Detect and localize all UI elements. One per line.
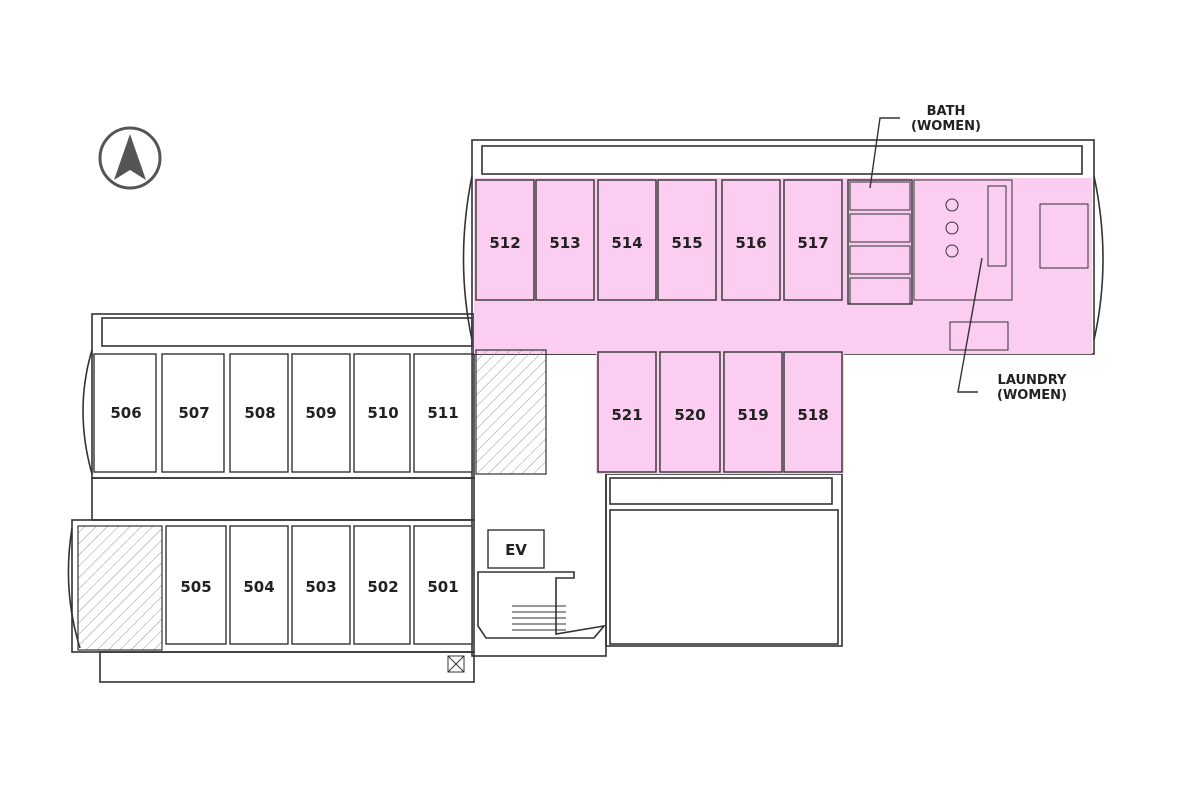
- label-503: 503: [305, 578, 336, 596]
- label-501: 501: [427, 578, 458, 596]
- room-518[interactable]: [783, 351, 843, 473]
- room-504[interactable]: [229, 525, 289, 645]
- label-506: 506: [110, 404, 141, 422]
- label-513: 513: [549, 234, 580, 252]
- label-521: 521: [611, 406, 642, 424]
- label-518: 518: [797, 406, 828, 424]
- room-521[interactable]: [597, 351, 657, 473]
- room-513[interactable]: [535, 179, 595, 301]
- label-508: 508: [244, 404, 275, 422]
- room-508[interactable]: [229, 353, 289, 473]
- shaft-west-lower: [77, 525, 163, 651]
- bath-label-line1: BATH: [927, 104, 966, 119]
- bath-callout: BATH (WOMEN): [869, 104, 981, 189]
- label-519: 519: [737, 406, 768, 424]
- room-502[interactable]: [353, 525, 411, 645]
- room-501[interactable]: [413, 525, 473, 645]
- rooms-east-south: [597, 351, 843, 473]
- label-507: 507: [178, 404, 209, 422]
- label-505: 505: [180, 578, 211, 596]
- room-517[interactable]: [783, 179, 843, 301]
- room-519[interactable]: [723, 351, 783, 473]
- north-arrow-icon: [98, 126, 162, 190]
- room-505[interactable]: [165, 525, 227, 645]
- laundry-callout: LAUNDRY (WOMEN): [957, 257, 1067, 403]
- label-512: 512: [489, 234, 520, 252]
- shaft-icon: [447, 655, 465, 673]
- room-512[interactable]: [475, 179, 535, 301]
- rooms-west-lower: [165, 525, 473, 645]
- label-520: 520: [674, 406, 705, 424]
- stairs: [477, 571, 606, 639]
- label-516: 516: [735, 234, 766, 252]
- label-504: 504: [243, 578, 274, 596]
- label-509: 509: [305, 404, 336, 422]
- bath-area: [847, 179, 1089, 351]
- rooms-west-upper: [93, 353, 473, 473]
- room-503[interactable]: [291, 525, 351, 645]
- label-511: 511: [427, 404, 458, 422]
- label-515: 515: [671, 234, 702, 252]
- room-515[interactable]: [657, 179, 717, 301]
- laundry-label-line1: LAUNDRY: [998, 373, 1067, 388]
- bath-label-line2: (WOMEN): [911, 119, 981, 134]
- room-520[interactable]: [659, 351, 721, 473]
- laundry-label-line2: (WOMEN): [997, 388, 1067, 403]
- room-514[interactable]: [597, 179, 657, 301]
- room-510[interactable]: [353, 353, 411, 473]
- label-510: 510: [367, 404, 398, 422]
- room-507[interactable]: [161, 353, 225, 473]
- rooms-east-north: [475, 179, 843, 301]
- room-506[interactable]: [93, 353, 157, 473]
- room-509[interactable]: [291, 353, 351, 473]
- elevator[interactable]: [487, 529, 545, 569]
- elevator-label: EV: [505, 541, 527, 559]
- shaft-west-upper: [475, 349, 547, 475]
- label-514: 514: [611, 234, 642, 252]
- room-516[interactable]: [721, 179, 781, 301]
- label-502: 502: [367, 578, 398, 596]
- room-511[interactable]: [413, 353, 473, 473]
- label-517: 517: [797, 234, 828, 252]
